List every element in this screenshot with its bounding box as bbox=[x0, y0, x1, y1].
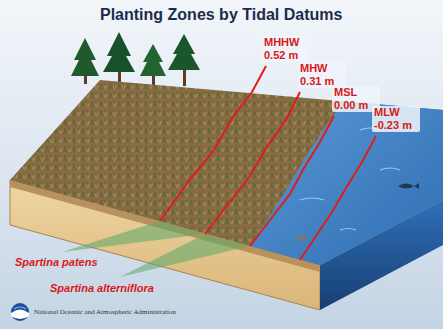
species-label: Spartina patens bbox=[15, 256, 98, 268]
noaa-logo bbox=[11, 303, 29, 321]
datum-label: MLW -0.23 m bbox=[372, 106, 420, 132]
species-label: Spartina alterniflora bbox=[50, 282, 154, 294]
datum-label: MHHW 0.52 m bbox=[262, 36, 310, 62]
agency-name: National Oceanic and Atmospheric Adminis… bbox=[34, 308, 176, 316]
diagram-title: Planting Zones by Tidal Datums bbox=[100, 6, 342, 24]
alterniflora-wedge bbox=[120, 234, 250, 277]
trees bbox=[71, 32, 200, 86]
datum-label: MHW 0.31 m bbox=[298, 62, 346, 88]
